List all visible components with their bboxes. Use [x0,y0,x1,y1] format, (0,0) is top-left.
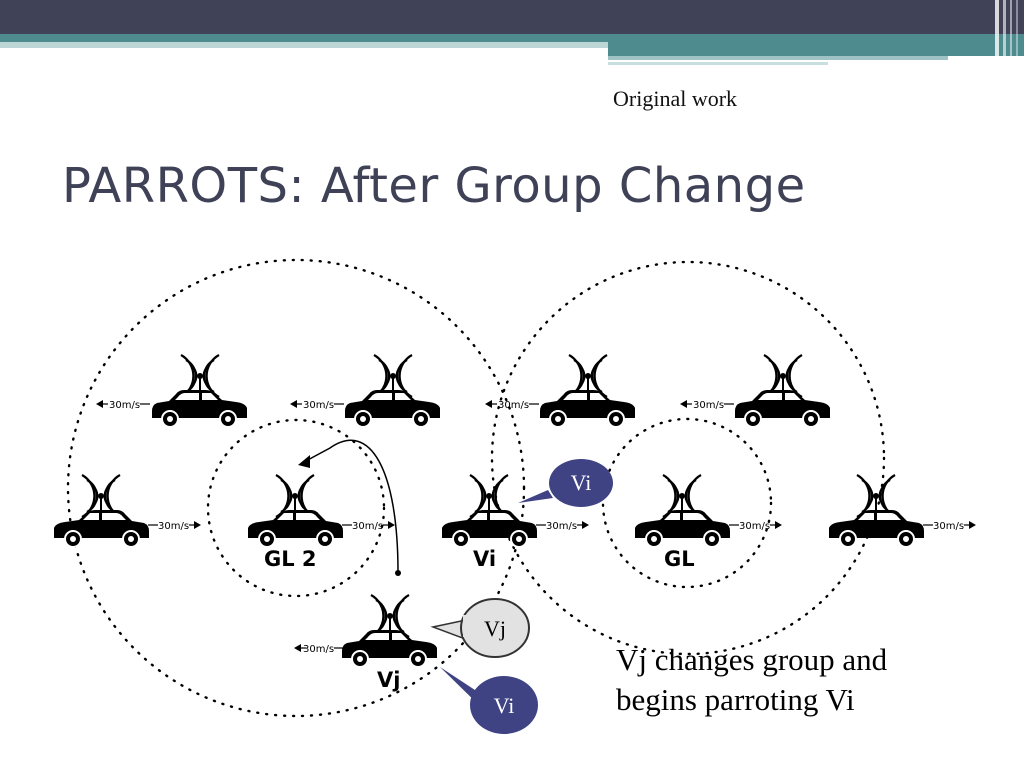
caption-line-1: Vj changes group and [616,642,888,677]
group-range-circle-right [490,260,886,656]
group-range-circle-left [66,258,526,718]
speed-label: 30m/s [158,521,189,532]
car-label-vi: Vi [473,547,496,571]
inner-circle-gl2 [206,418,386,598]
original-work-tag: Original work [613,86,738,111]
vehicle-gl2 [246,473,345,549]
speed-label: 30m/s [109,400,140,411]
callout-text: Vi [571,470,592,495]
car-label-vj: Vj [377,668,400,692]
header-bar [0,0,1024,70]
speed-label: 30m/s [546,521,577,532]
callout-text: Vi [494,693,515,718]
speed-label: 30m/s [303,644,334,655]
vehicle-vj [342,595,437,667]
speed-label: 30m/s [739,521,770,532]
callout-vi-bottom: Vi [440,667,538,734]
vehicle-gl [633,473,732,549]
group-change-arrow [303,439,399,573]
caption: Vj changes group and begins parroting Vi [616,640,887,720]
speed-label: 30m/s [693,400,724,411]
caption-line-2: begins parroting Vi [616,682,855,717]
inner-circle-gl [601,417,773,589]
speed-label: 30m/s [303,400,334,411]
vehicle [735,355,830,427]
vehicle [345,355,440,427]
slide-title: PARROTS: After Group Change [62,158,806,214]
speed-label: 30m/s [352,521,383,532]
arrowhead [298,455,310,468]
speed-label: 30m/s [933,521,964,532]
vehicle-vi [440,473,539,549]
vehicle [827,473,926,549]
car-label-gl2: GL 2 [264,547,317,571]
callout-vi-top: Vi [518,459,613,507]
callout-vj: Vj [430,598,530,658]
speed-arrows [96,400,976,652]
car-label-gl: GL [664,547,695,571]
speed-label: 30m/s [498,400,529,411]
vehicle [540,355,635,427]
callout-text: Vj [484,616,506,641]
vehicle [152,355,247,427]
arrow-origin-dot [395,570,401,576]
